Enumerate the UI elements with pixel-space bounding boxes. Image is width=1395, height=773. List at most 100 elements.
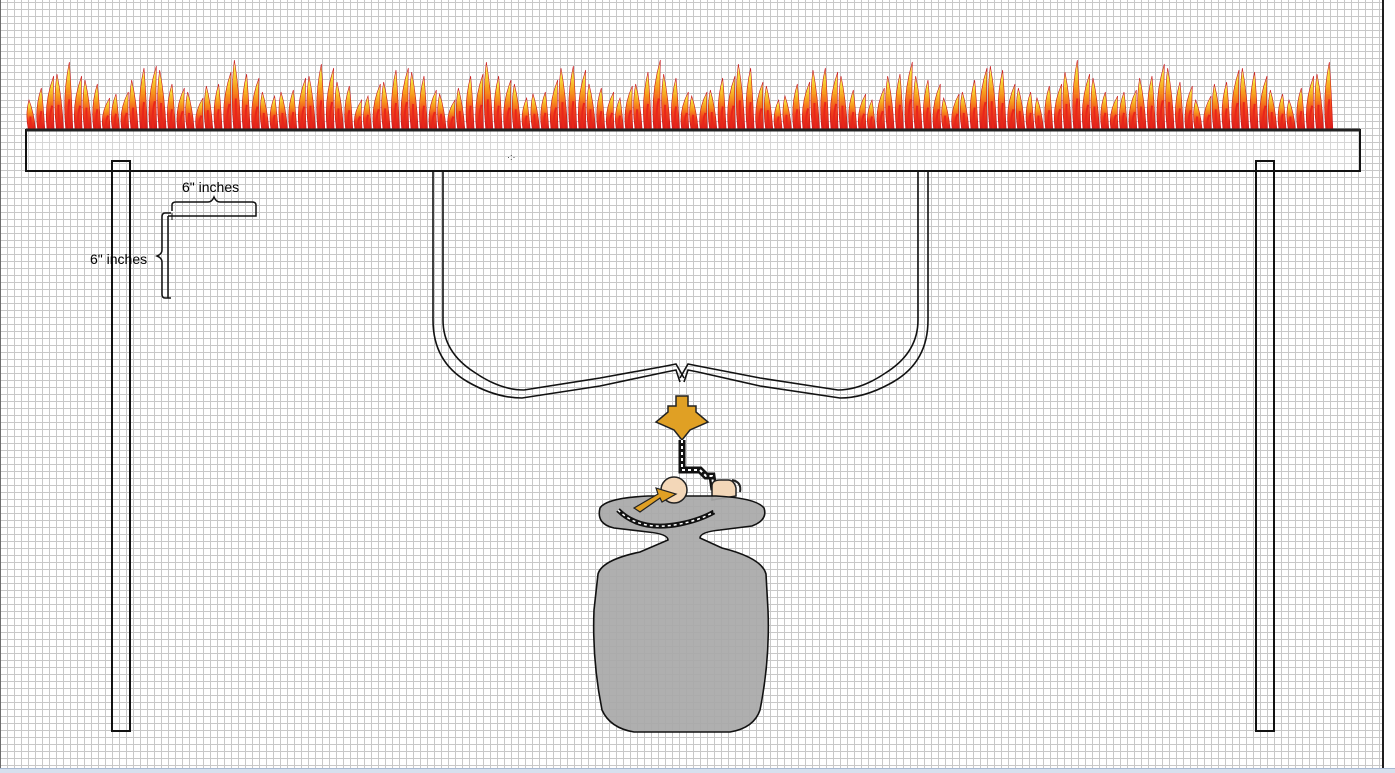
flame-tongue xyxy=(680,91,690,131)
flame-core xyxy=(898,104,901,131)
flame-tongue xyxy=(624,85,634,131)
vertical-dimension-brace xyxy=(154,211,257,299)
flame-core xyxy=(468,105,472,131)
flame-tongue xyxy=(428,89,438,131)
flame-core xyxy=(431,111,436,131)
flame-tongue xyxy=(820,67,830,131)
flame-tongue xyxy=(1147,75,1156,131)
flame-tongue xyxy=(810,69,820,131)
flame-tongue xyxy=(64,61,74,131)
flame-core xyxy=(720,106,724,131)
flame-core xyxy=(291,111,295,131)
flame-core xyxy=(710,111,715,131)
flame-core xyxy=(151,100,156,131)
flame-tongue xyxy=(101,97,111,131)
flame-tongue xyxy=(231,59,242,131)
flame-core xyxy=(795,109,799,131)
flame-core xyxy=(738,100,743,131)
flame-core xyxy=(412,103,416,131)
flame-core xyxy=(422,105,425,131)
flame-tongue xyxy=(391,69,400,131)
flame-tongue xyxy=(801,81,811,131)
flame-tongue xyxy=(1090,77,1100,131)
flame-tongue xyxy=(1314,73,1324,131)
flame-core xyxy=(1317,104,1321,131)
flame-tongue xyxy=(176,87,186,131)
flame-tongue xyxy=(885,75,895,131)
flame-core xyxy=(160,102,164,131)
flame-tongue xyxy=(558,67,568,131)
flame-core xyxy=(226,103,231,131)
flame-tongue xyxy=(1203,95,1212,131)
flame-tongue xyxy=(54,73,64,131)
flame-core xyxy=(1056,108,1062,131)
flame-tongue xyxy=(969,79,979,131)
flame-core xyxy=(486,99,491,131)
flame-tongue xyxy=(1081,73,1091,131)
flame-tongue xyxy=(596,87,606,131)
flame-tongue xyxy=(1034,96,1044,131)
flame-core xyxy=(748,101,752,131)
flame-tongue xyxy=(568,65,578,131)
flame-core xyxy=(972,107,976,131)
flame-tongue xyxy=(120,91,130,131)
flame-core xyxy=(1308,105,1314,131)
flame-core xyxy=(879,110,884,131)
flame-core xyxy=(458,111,463,131)
flame-core xyxy=(1262,105,1267,131)
flame-core xyxy=(1234,102,1239,131)
horizontal-dimension-brace xyxy=(171,194,257,211)
flame-tongue xyxy=(288,89,298,131)
flame-core xyxy=(142,101,145,131)
flame-core xyxy=(1178,108,1181,131)
flame-tongue xyxy=(278,91,288,131)
flame-tongue xyxy=(195,97,204,131)
flame-core xyxy=(916,105,920,131)
flame-tongue xyxy=(1175,81,1184,131)
canvas-right-scrollbar[interactable] xyxy=(1382,0,1395,773)
flame-tongue xyxy=(511,83,522,131)
flame-core xyxy=(114,113,117,131)
flame-tongue xyxy=(45,75,55,131)
flame-tongue xyxy=(1072,59,1082,131)
burner-board xyxy=(25,129,1361,172)
flame-tongue xyxy=(1305,75,1315,131)
flame-tongue xyxy=(251,77,260,131)
flame-core xyxy=(599,110,603,131)
flame-tongue xyxy=(1025,91,1035,131)
vertical-dimension-label: 6" inches xyxy=(90,251,147,267)
flame-core xyxy=(589,109,593,131)
flame-core xyxy=(1270,111,1275,131)
flame-core xyxy=(478,104,483,131)
flame-core xyxy=(730,105,735,131)
flame-core xyxy=(272,114,276,131)
flame-tongue xyxy=(932,83,942,131)
flame-core xyxy=(1103,112,1107,131)
flame-tongue xyxy=(763,85,774,131)
flame-core xyxy=(328,101,334,131)
flame-core xyxy=(347,110,351,131)
flame-tongue xyxy=(185,91,195,131)
flame-tongue xyxy=(727,75,736,131)
flame-core xyxy=(394,102,397,131)
flame-core xyxy=(674,106,677,131)
flame-tongue xyxy=(129,79,139,131)
flame-core xyxy=(1084,104,1090,131)
canvas-bottom-scrollbar[interactable] xyxy=(0,768,1395,773)
left-leg xyxy=(111,160,131,732)
flame-core xyxy=(543,112,547,131)
flame-core xyxy=(1122,112,1125,131)
flame-core xyxy=(1299,110,1303,131)
flame-tongue xyxy=(26,99,36,131)
flame-tongue xyxy=(111,93,120,131)
board-center-mark: ·:· xyxy=(507,152,516,162)
flame-core xyxy=(561,102,565,131)
flame-core xyxy=(1000,102,1004,131)
flame-core xyxy=(870,116,873,131)
flame-tongue xyxy=(325,67,335,131)
flame-tongue xyxy=(717,77,727,131)
flame-core xyxy=(95,109,99,131)
gas-pipe xyxy=(432,172,929,399)
flame-core xyxy=(636,109,640,131)
